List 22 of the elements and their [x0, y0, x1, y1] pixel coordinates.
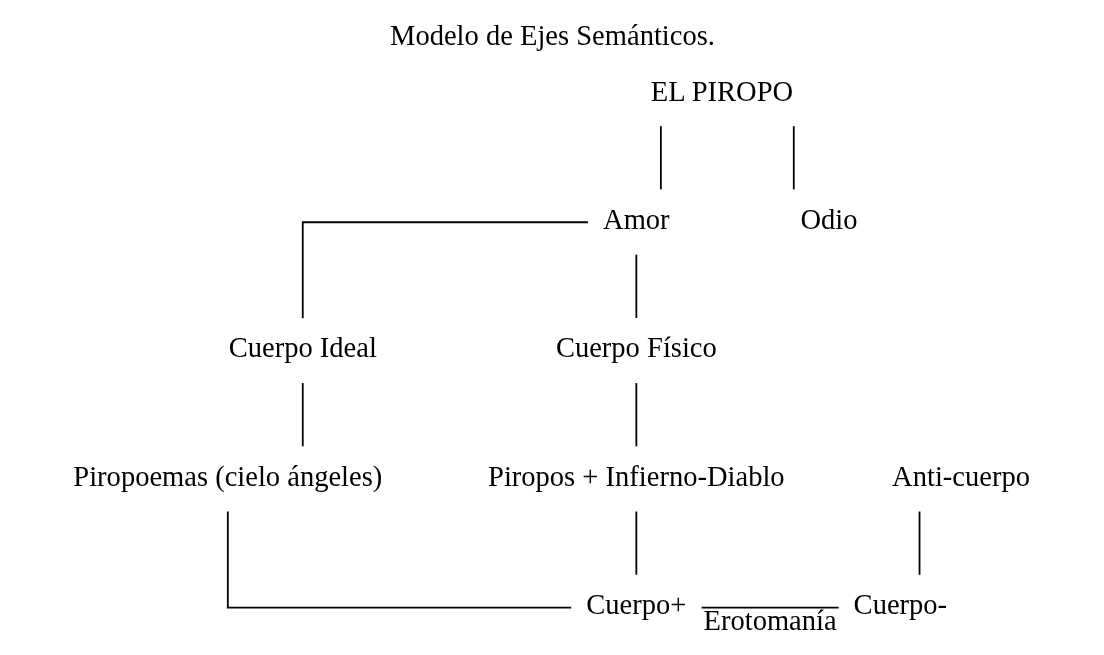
node-text: EL PIROPO: [650, 75, 793, 107]
connector: [634, 253, 637, 319]
node-text: Cuerpo+: [585, 589, 686, 621]
connector: [918, 510, 920, 576]
connector: [792, 125, 795, 191]
node-text: Cuerpo-: [853, 589, 947, 621]
node-text: Cuerpo Físico: [555, 332, 717, 364]
connector: [659, 125, 662, 191]
connector: [700, 606, 839, 609]
connector: [301, 221, 589, 320]
connector: [634, 382, 637, 448]
node-text: Piropos + Infierno-Diablo: [487, 460, 785, 492]
node-text: Anti-cuerpo: [891, 460, 1030, 492]
node-text: Amor: [602, 204, 670, 236]
connector: [301, 382, 304, 448]
connector: [226, 510, 572, 609]
diagram-title: Modelo de Ejes Semánticos.: [389, 20, 715, 52]
connector: [634, 510, 637, 576]
node-text: Piropoemas (cielo ángeles): [72, 460, 382, 492]
node-text: Cuerpo Ideal: [228, 332, 377, 364]
node-text: Odio: [799, 204, 858, 236]
edge-label: Erotomanía: [703, 605, 837, 637]
